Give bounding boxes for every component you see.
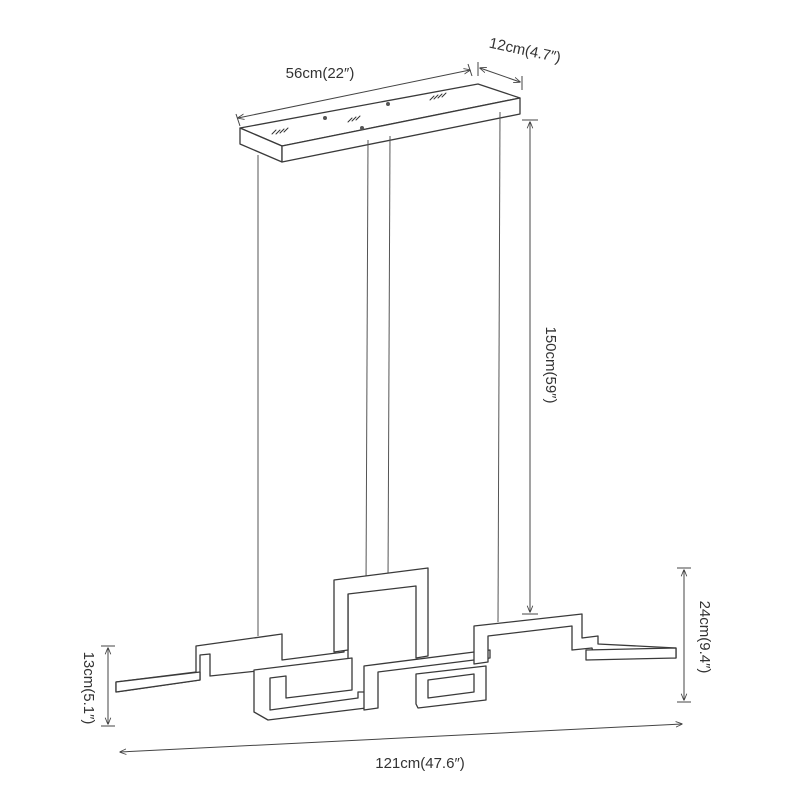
dim-total-length-line bbox=[120, 724, 682, 752]
canopy-screw-icon bbox=[386, 102, 390, 106]
label-fixture-height: 24cm(9.4″) bbox=[696, 601, 713, 674]
led-fixture-body bbox=[115, 567, 677, 721]
label-canopy-width: 12cm(4.7″) bbox=[488, 35, 563, 67]
dimension-labels: 56cm(22″) 12cm(4.7″) 150cm(59″) 24cm(9.4… bbox=[80, 35, 713, 772]
dim-canopy-width-line bbox=[480, 68, 520, 82]
canopy-screw-icon bbox=[323, 116, 327, 120]
label-canopy-length: 56cm(22″) bbox=[286, 65, 355, 82]
suspension-cords bbox=[257, 111, 501, 636]
cord-center-right bbox=[387, 135, 391, 583]
label-total-length: 121cm(47.6″) bbox=[375, 755, 465, 772]
dim-canopy-length-line bbox=[238, 70, 470, 118]
cord-center-left bbox=[365, 139, 369, 589]
dim-tick bbox=[467, 63, 473, 77]
label-cord-length: 150cm(59″) bbox=[542, 326, 559, 403]
ceiling-canopy bbox=[239, 83, 521, 163]
cord-anchor-icon bbox=[360, 126, 364, 130]
vent-icon bbox=[271, 127, 289, 135]
dim-tick bbox=[235, 113, 241, 127]
label-bar-height: 13cm(5.1″) bbox=[80, 652, 97, 725]
cord-right bbox=[497, 111, 501, 623]
dimension-lines bbox=[101, 62, 691, 752]
